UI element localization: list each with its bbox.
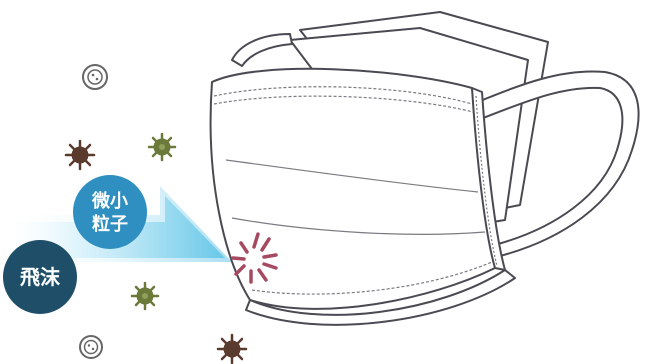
germ-icon — [80, 336, 102, 358]
virus-icon — [218, 335, 246, 363]
virus-icon — [132, 283, 158, 309]
virus-icon — [149, 134, 175, 160]
droplets-badge: 飛沫 — [3, 240, 77, 314]
fine-particles-label-line2: 粒子 — [92, 213, 128, 235]
fine-particles-label-line1: 微小 — [91, 190, 128, 212]
fine-particles-badge: 微小 粒子 — [73, 175, 147, 249]
droplets-label: 飛沫 — [20, 265, 61, 289]
virus-icon — [66, 141, 94, 169]
mask-illustration — [211, 12, 639, 325]
germ-icon — [83, 65, 107, 89]
